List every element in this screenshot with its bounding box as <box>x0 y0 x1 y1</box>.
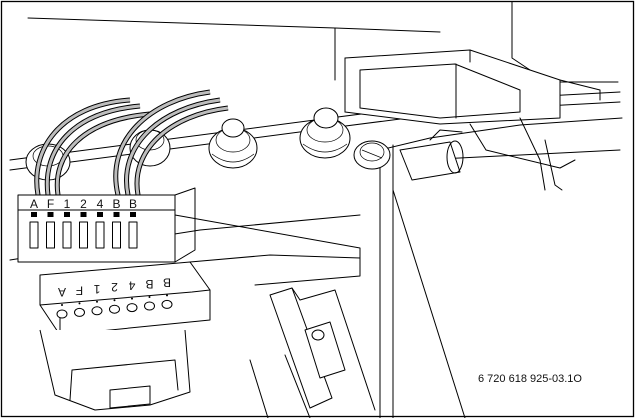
terminal-label-top: 1 <box>64 197 71 211</box>
terminal-label-top: B <box>129 197 137 211</box>
terminal-block-top <box>17 187 361 263</box>
terminal-label-top: F <box>47 197 54 211</box>
terminal-label-bottom: A <box>58 285 66 299</box>
terminal-label-bottom: F <box>76 283 83 297</box>
terminal-label-bottom: 4 <box>128 279 135 293</box>
bracket-assembly <box>344 49 601 191</box>
cable-gland-1 <box>208 118 258 169</box>
terminal-label-bottom: 2 <box>111 280 118 294</box>
terminal-label-bottom: B <box>163 275 171 289</box>
terminal-plug-bottom <box>39 254 361 411</box>
cable-gland-2 <box>299 107 351 159</box>
terminal-label-top: 4 <box>97 197 104 211</box>
terminal-label-bottom: 1 <box>93 282 100 296</box>
terminal-label-top: B <box>112 197 120 211</box>
cable-gland-3 <box>353 140 391 170</box>
terminal-label-top: 2 <box>80 197 87 211</box>
terminal-label-top: A <box>30 197 38 211</box>
terminal-label-bottom: B <box>145 277 153 291</box>
wire-bundle <box>34 89 229 196</box>
central-slot <box>249 287 376 418</box>
figure-code: 6 720 618 925-03.1O <box>478 373 582 385</box>
cylinder-part <box>399 140 464 181</box>
